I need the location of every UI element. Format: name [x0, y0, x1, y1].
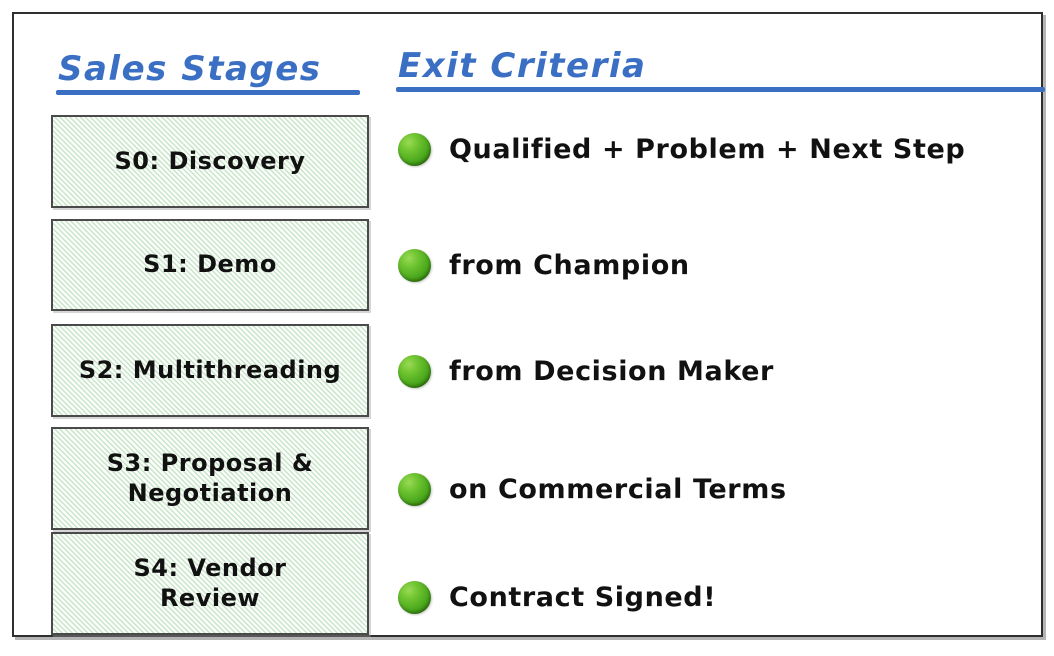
stage-box-s2[interactable]: S2: Multithreading [51, 324, 369, 417]
green-circle-bullet-icon [398, 248, 431, 282]
green-circle-bullet-icon [398, 132, 431, 166]
column-header-sales-stages-underline [56, 90, 360, 95]
criteria-label: from Decision Maker [449, 355, 774, 387]
criteria-label: Qualified + Problem + Next Step [449, 133, 966, 165]
criteria-row-s2: from Decision Maker [398, 351, 774, 391]
criteria-row-s1: from Champion [398, 245, 690, 285]
stage-label: S3: Proposal &Negotiation [106, 449, 314, 507]
green-circle-bullet-icon [398, 354, 431, 388]
stage-box-s1[interactable]: S1: Demo [51, 219, 369, 311]
criteria-row-s4: Contract Signed! [398, 577, 716, 617]
criteria-row-s3: on Commercial Terms [398, 469, 787, 509]
stage-box-s0[interactable]: S0: Discovery [51, 115, 369, 208]
stage-label: S1: Demo [143, 250, 277, 279]
stage-label: S0: Discovery [114, 146, 306, 175]
criteria-label: from Champion [449, 249, 690, 281]
stage-label: S2: Multithreading [78, 355, 342, 384]
column-header-exit-criteria: Exit Criteria [398, 46, 647, 86]
column-header-exit-criteria-underline [396, 87, 1045, 92]
green-circle-bullet-icon [398, 580, 431, 614]
column-header-sales-stages: Sales Stages [58, 49, 322, 89]
criteria-row-s0: Qualified + Problem + Next Step [398, 129, 965, 169]
diagram-frame: Sales Stages Exit Criteria S0: Discovery… [12, 12, 1045, 637]
stage-box-s3[interactable]: S3: Proposal &Negotiation [51, 427, 369, 530]
criteria-label: Contract Signed! [449, 581, 717, 613]
green-circle-bullet-icon [398, 472, 431, 506]
criteria-label: on Commercial Terms [449, 473, 787, 505]
